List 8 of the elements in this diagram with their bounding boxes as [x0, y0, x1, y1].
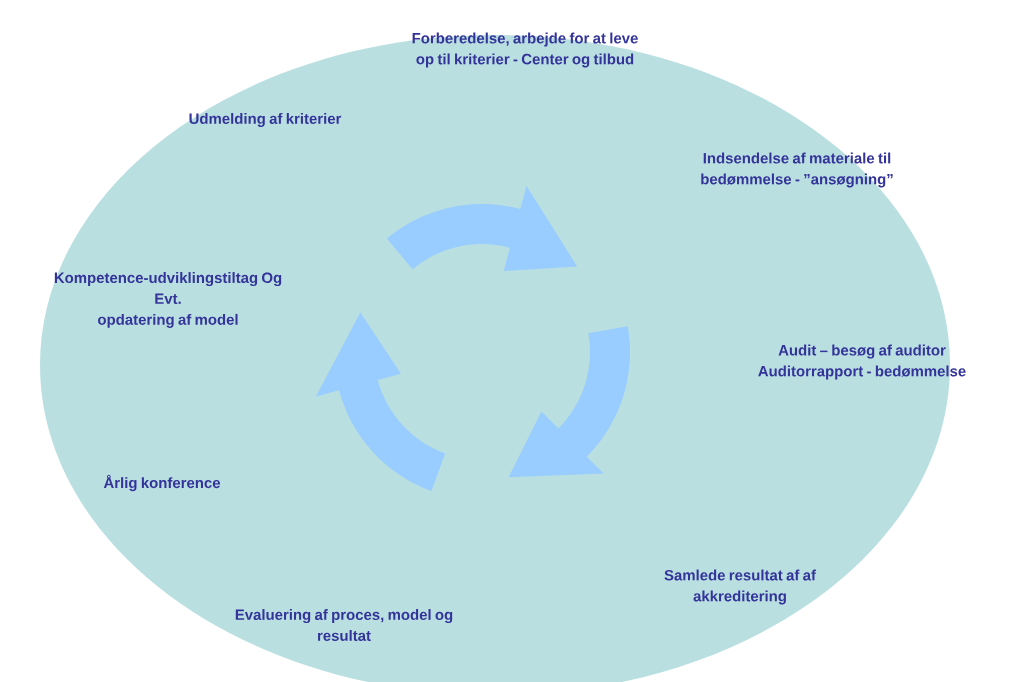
- stage-label: Indsendelse af materiale til bedømmelse - ”ansøgning”: [701, 152, 893, 188]
- stage-label: Årlig konference: [103, 474, 221, 492]
- stage-label: Udmelding af kriterier: [189, 113, 342, 127]
- stage-label: Kompetence-udviklingstiltag Og Evt. opdatering af model: [54, 272, 282, 328]
- stage-label: Evaluering af proces, model og resultat: [235, 609, 453, 641]
- stage-label: Audit – besøg af auditor Auditorrapport - bedømmelse: [758, 344, 966, 380]
- stage-label: Forberedelse, arbejde for at leve op til kriterier - Center og tilbud: [412, 32, 638, 68]
- stage-label: Samlede resultat af af akkreditering: [664, 569, 816, 605]
